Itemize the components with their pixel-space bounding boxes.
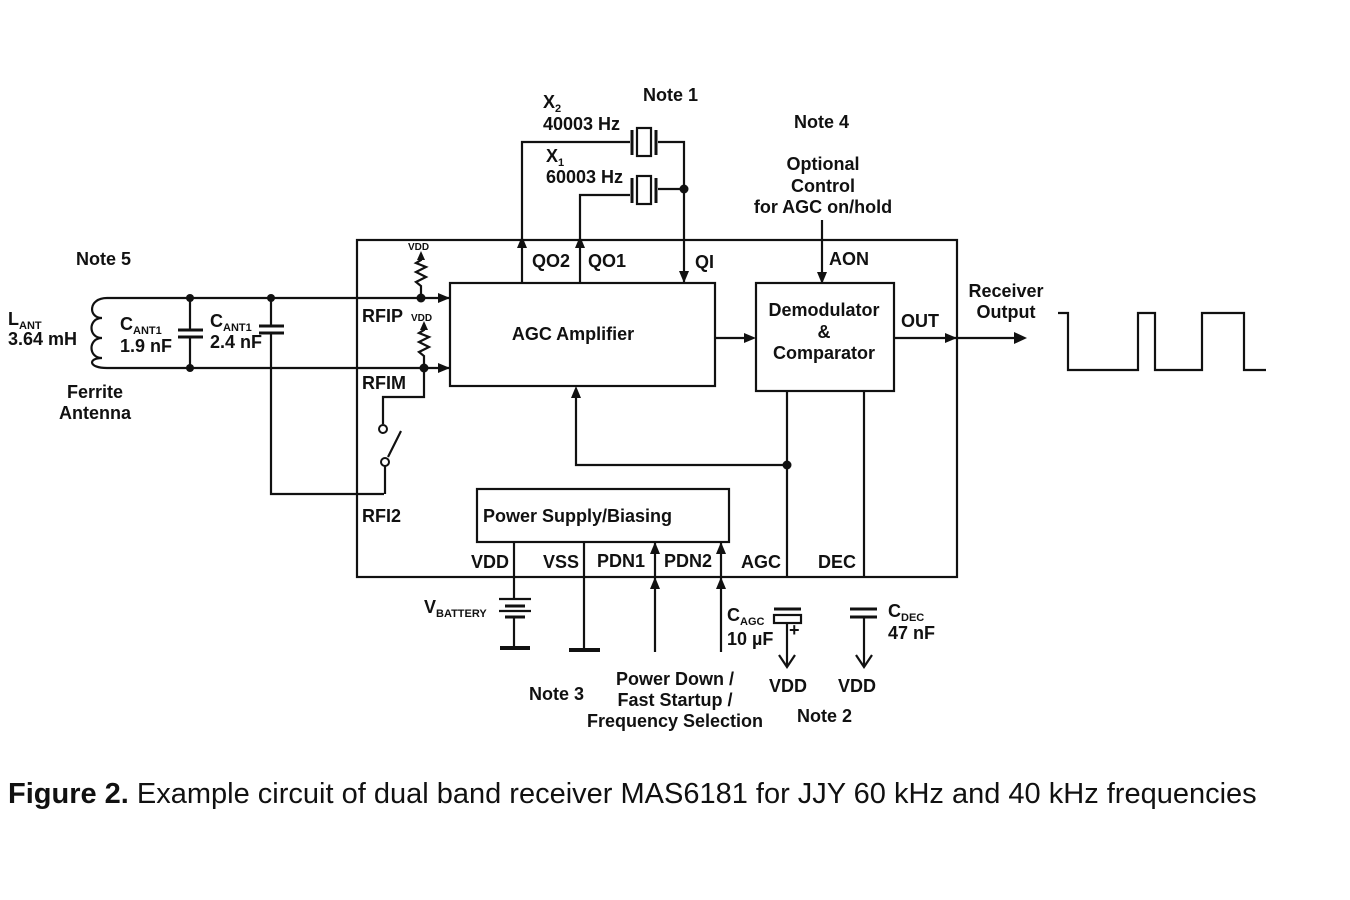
capacitor-cdec bbox=[850, 607, 877, 669]
figure-caption-text: Example circuit of dual band receiver MA… bbox=[128, 778, 1257, 810]
rfi2-switch bbox=[378, 368, 426, 494]
pin-rfi2-label: RFI2 bbox=[362, 506, 401, 526]
crystal-x2 bbox=[520, 126, 686, 240]
cagc-value: 10 µF bbox=[727, 629, 773, 649]
pdn-desc-line2: Fast Startup / bbox=[617, 690, 732, 710]
receiver-output-line2: Output bbox=[977, 302, 1036, 322]
inductor-value: 3.64 mH bbox=[8, 329, 77, 349]
battery-label: VBATTERY bbox=[424, 597, 487, 620]
aon-arrow-icon bbox=[817, 272, 827, 284]
pin-qi-label: QI bbox=[695, 252, 714, 272]
pdn-desc-line3: Frequency Selection bbox=[587, 711, 763, 731]
capacitor-cagc bbox=[772, 607, 803, 669]
pin-vdd-label: VDD bbox=[471, 552, 509, 572]
pin-qo1-label: QO1 bbox=[588, 251, 626, 271]
pdn-desc-line1: Power Down / bbox=[616, 669, 734, 689]
x2-frequency: 40003 Hz bbox=[543, 114, 620, 134]
agc-feedback-arrow-icon bbox=[571, 386, 581, 398]
demod-label-line1: Demodulator bbox=[768, 300, 879, 320]
cap2-value: 2.4 nF bbox=[210, 332, 262, 352]
cagc-polarity: + bbox=[789, 620, 800, 640]
qo2-arrow-icon bbox=[517, 236, 527, 248]
pin-dec-label: DEC bbox=[818, 552, 856, 572]
rfip-pullup-resistor bbox=[413, 251, 429, 303]
receiver-output-line1: Receiver bbox=[968, 281, 1043, 301]
pdn1-arrow-icon bbox=[650, 577, 660, 589]
x2-label: X2 bbox=[543, 92, 561, 115]
rfim-pullup-resistor bbox=[416, 321, 432, 373]
demod-label-line3: Comparator bbox=[773, 343, 875, 363]
pin-vss-label: VSS bbox=[543, 552, 579, 572]
capacitor-cant1-2 bbox=[259, 294, 384, 496]
pin-aon-label: AON bbox=[829, 249, 869, 269]
rfip-arrow-icon bbox=[438, 293, 450, 303]
cdec-label: CDEC bbox=[888, 601, 924, 624]
pin-pdn2-label: PDN2 bbox=[664, 551, 712, 571]
x1-frequency: 60003 Hz bbox=[546, 167, 623, 187]
qi-arrow-icon bbox=[679, 271, 689, 283]
qo1-arrow-icon bbox=[575, 236, 585, 248]
pin-rfip-label: RFIP bbox=[362, 306, 403, 326]
note-2-label: Note 2 bbox=[797, 706, 852, 726]
battery-symbol bbox=[499, 597, 531, 650]
ferrite-antenna-line1: Ferrite bbox=[67, 382, 123, 402]
ferrite-antenna-coil bbox=[90, 296, 108, 370]
x1-label: X1 bbox=[546, 146, 564, 169]
output-waveform bbox=[1058, 311, 1266, 372]
agc-amplifier-block bbox=[448, 281, 717, 388]
output-arrow-icon bbox=[1014, 332, 1027, 344]
ferrite-antenna-line2: Antenna bbox=[59, 403, 132, 423]
inductor-label: LANT bbox=[8, 309, 42, 332]
pin-pdn1-label: PDN1 bbox=[597, 551, 645, 571]
pin-agc-label: AGC bbox=[741, 552, 781, 572]
cap2-label: CANT1 bbox=[210, 311, 252, 334]
cap1-value: 1.9 nF bbox=[120, 336, 172, 356]
note-3-label: Note 3 bbox=[529, 684, 584, 704]
power-supply-block bbox=[475, 487, 731, 544]
capacitor-cant1-1 bbox=[178, 294, 203, 372]
aon-control-line3: for AGC on/hold bbox=[754, 197, 892, 217]
vdd-dec-label: VDD bbox=[838, 676, 876, 696]
cap1-label: CANT1 bbox=[120, 314, 162, 337]
figure-number: Figure 2. bbox=[8, 778, 129, 810]
vdd-agc-label: VDD bbox=[769, 676, 807, 696]
demod-label-line2: & bbox=[818, 322, 831, 342]
rfim-vdd-label: VDD bbox=[411, 313, 432, 324]
note-1-label: Note 1 bbox=[643, 85, 698, 105]
pin-rfim-label: RFIM bbox=[362, 373, 406, 393]
figure-caption: Figure 2. Example circuit of dual band r… bbox=[8, 778, 1257, 811]
pin-out-label: OUT bbox=[901, 311, 939, 331]
pin-qo2-label: QO2 bbox=[532, 251, 570, 271]
pdn2-arrow-icon bbox=[716, 577, 726, 589]
agc-amplifier-label: AGC Amplifier bbox=[512, 324, 634, 344]
rfip-vdd-label: VDD bbox=[408, 242, 429, 253]
rfim-arrow-icon bbox=[438, 363, 450, 373]
power-supply-label: Power Supply/Biasing bbox=[483, 506, 672, 526]
ic-outline bbox=[355, 238, 959, 579]
aon-control-line2: Control bbox=[791, 176, 855, 196]
cdec-value: 47 nF bbox=[888, 623, 935, 643]
amp-to-demod-arrow-icon bbox=[744, 333, 756, 343]
note-4-label: Note 4 bbox=[794, 112, 849, 132]
cagc-label: CAGC bbox=[727, 605, 765, 628]
crystal-x1 bbox=[578, 174, 689, 240]
aon-control-line1: Optional bbox=[787, 154, 860, 174]
note-5-label: Note 5 bbox=[76, 249, 131, 269]
